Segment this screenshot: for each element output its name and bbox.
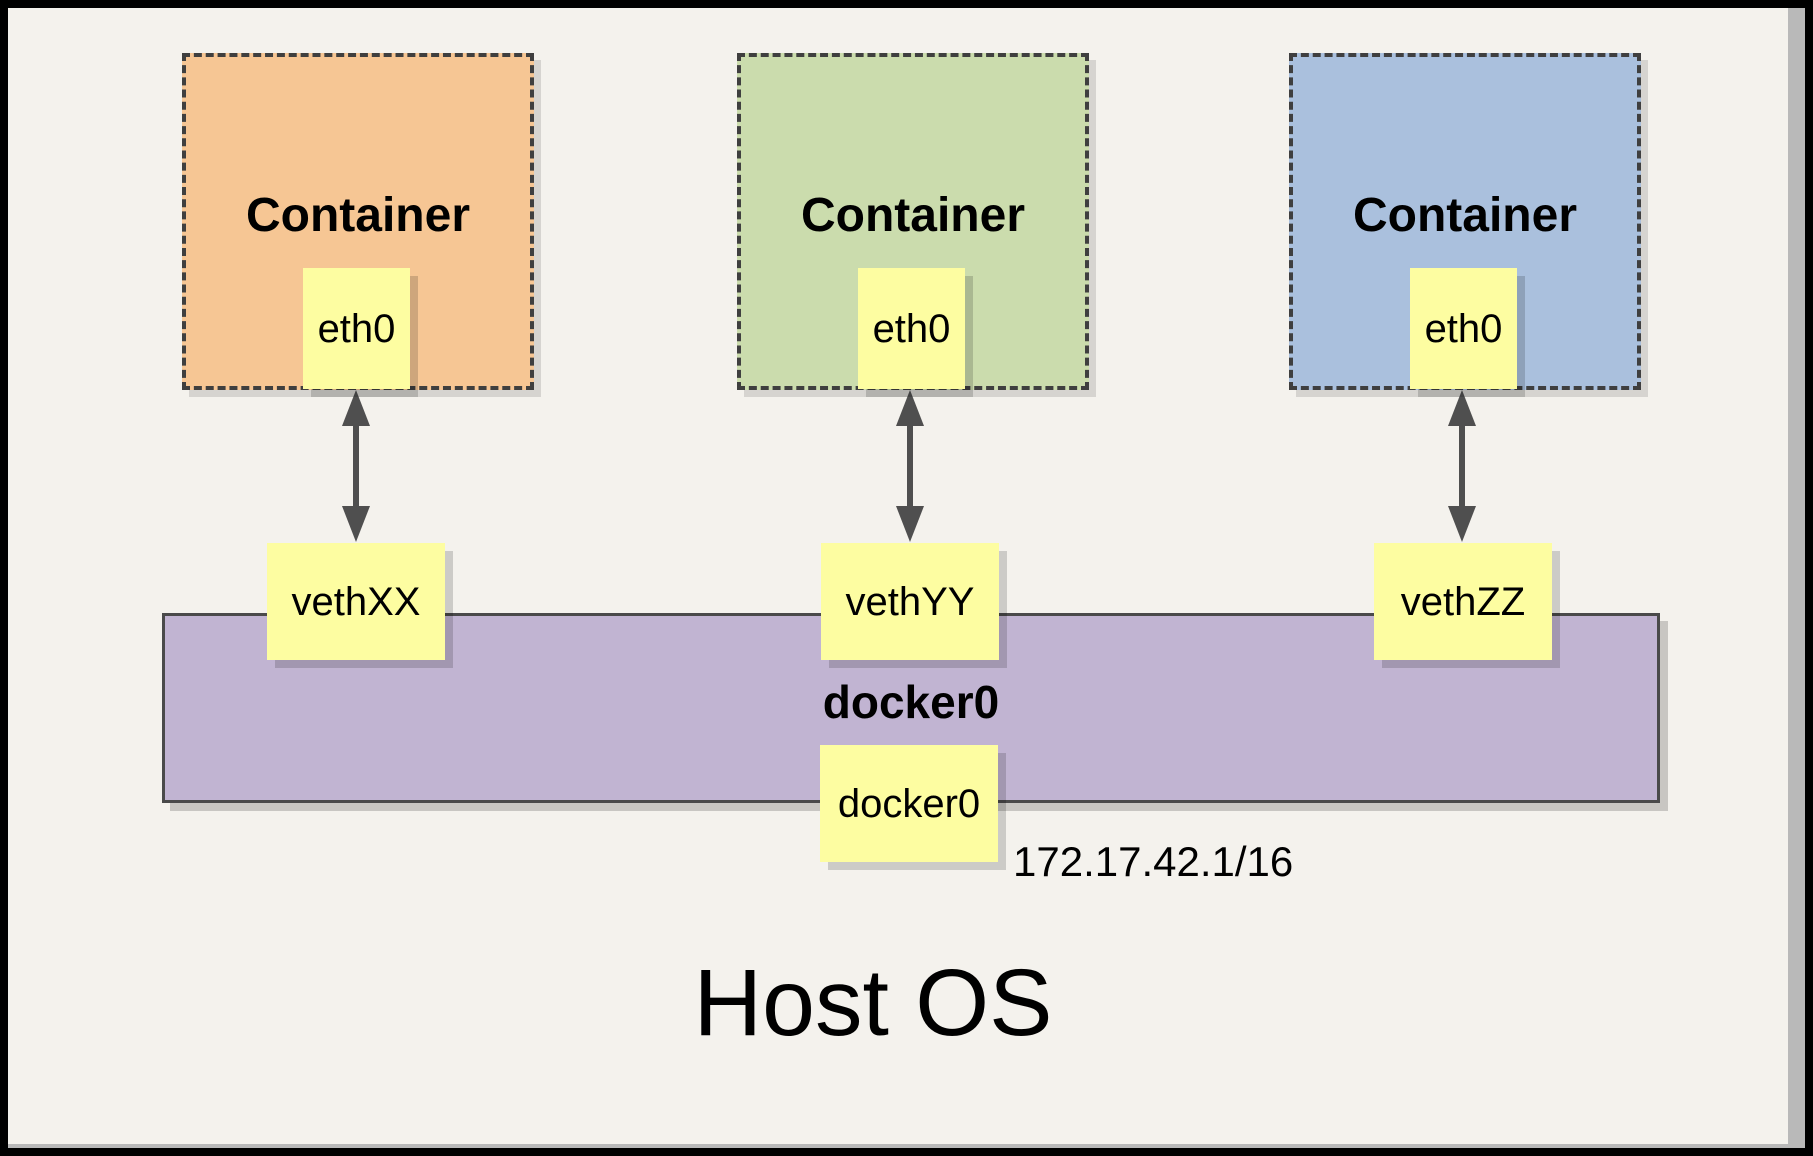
bridge-ip-label: 172.17.42.1/16 xyxy=(1013,838,1294,885)
eth0-badge: eth0 xyxy=(1410,268,1517,389)
host-os-label: Host OS xyxy=(693,950,1053,1056)
eth0-badge: eth0 xyxy=(303,268,410,389)
docker0-badge: docker0 xyxy=(820,745,998,862)
double-arrow-icon xyxy=(896,390,924,542)
double-arrow-icon xyxy=(1448,390,1476,542)
veth-badge: vethXX xyxy=(267,543,445,660)
container-label: Container xyxy=(245,189,470,242)
bridge-title: docker0 xyxy=(822,676,1000,728)
container-label: Container xyxy=(800,189,1025,242)
veth-badge: vethZZ xyxy=(1374,543,1552,660)
eth0-badge: eth0 xyxy=(858,268,965,389)
container-label: Container xyxy=(1352,189,1577,242)
double-arrow-icon xyxy=(342,390,370,542)
veth-badge: vethYY xyxy=(821,543,999,660)
container-box: Container xyxy=(737,53,1089,390)
